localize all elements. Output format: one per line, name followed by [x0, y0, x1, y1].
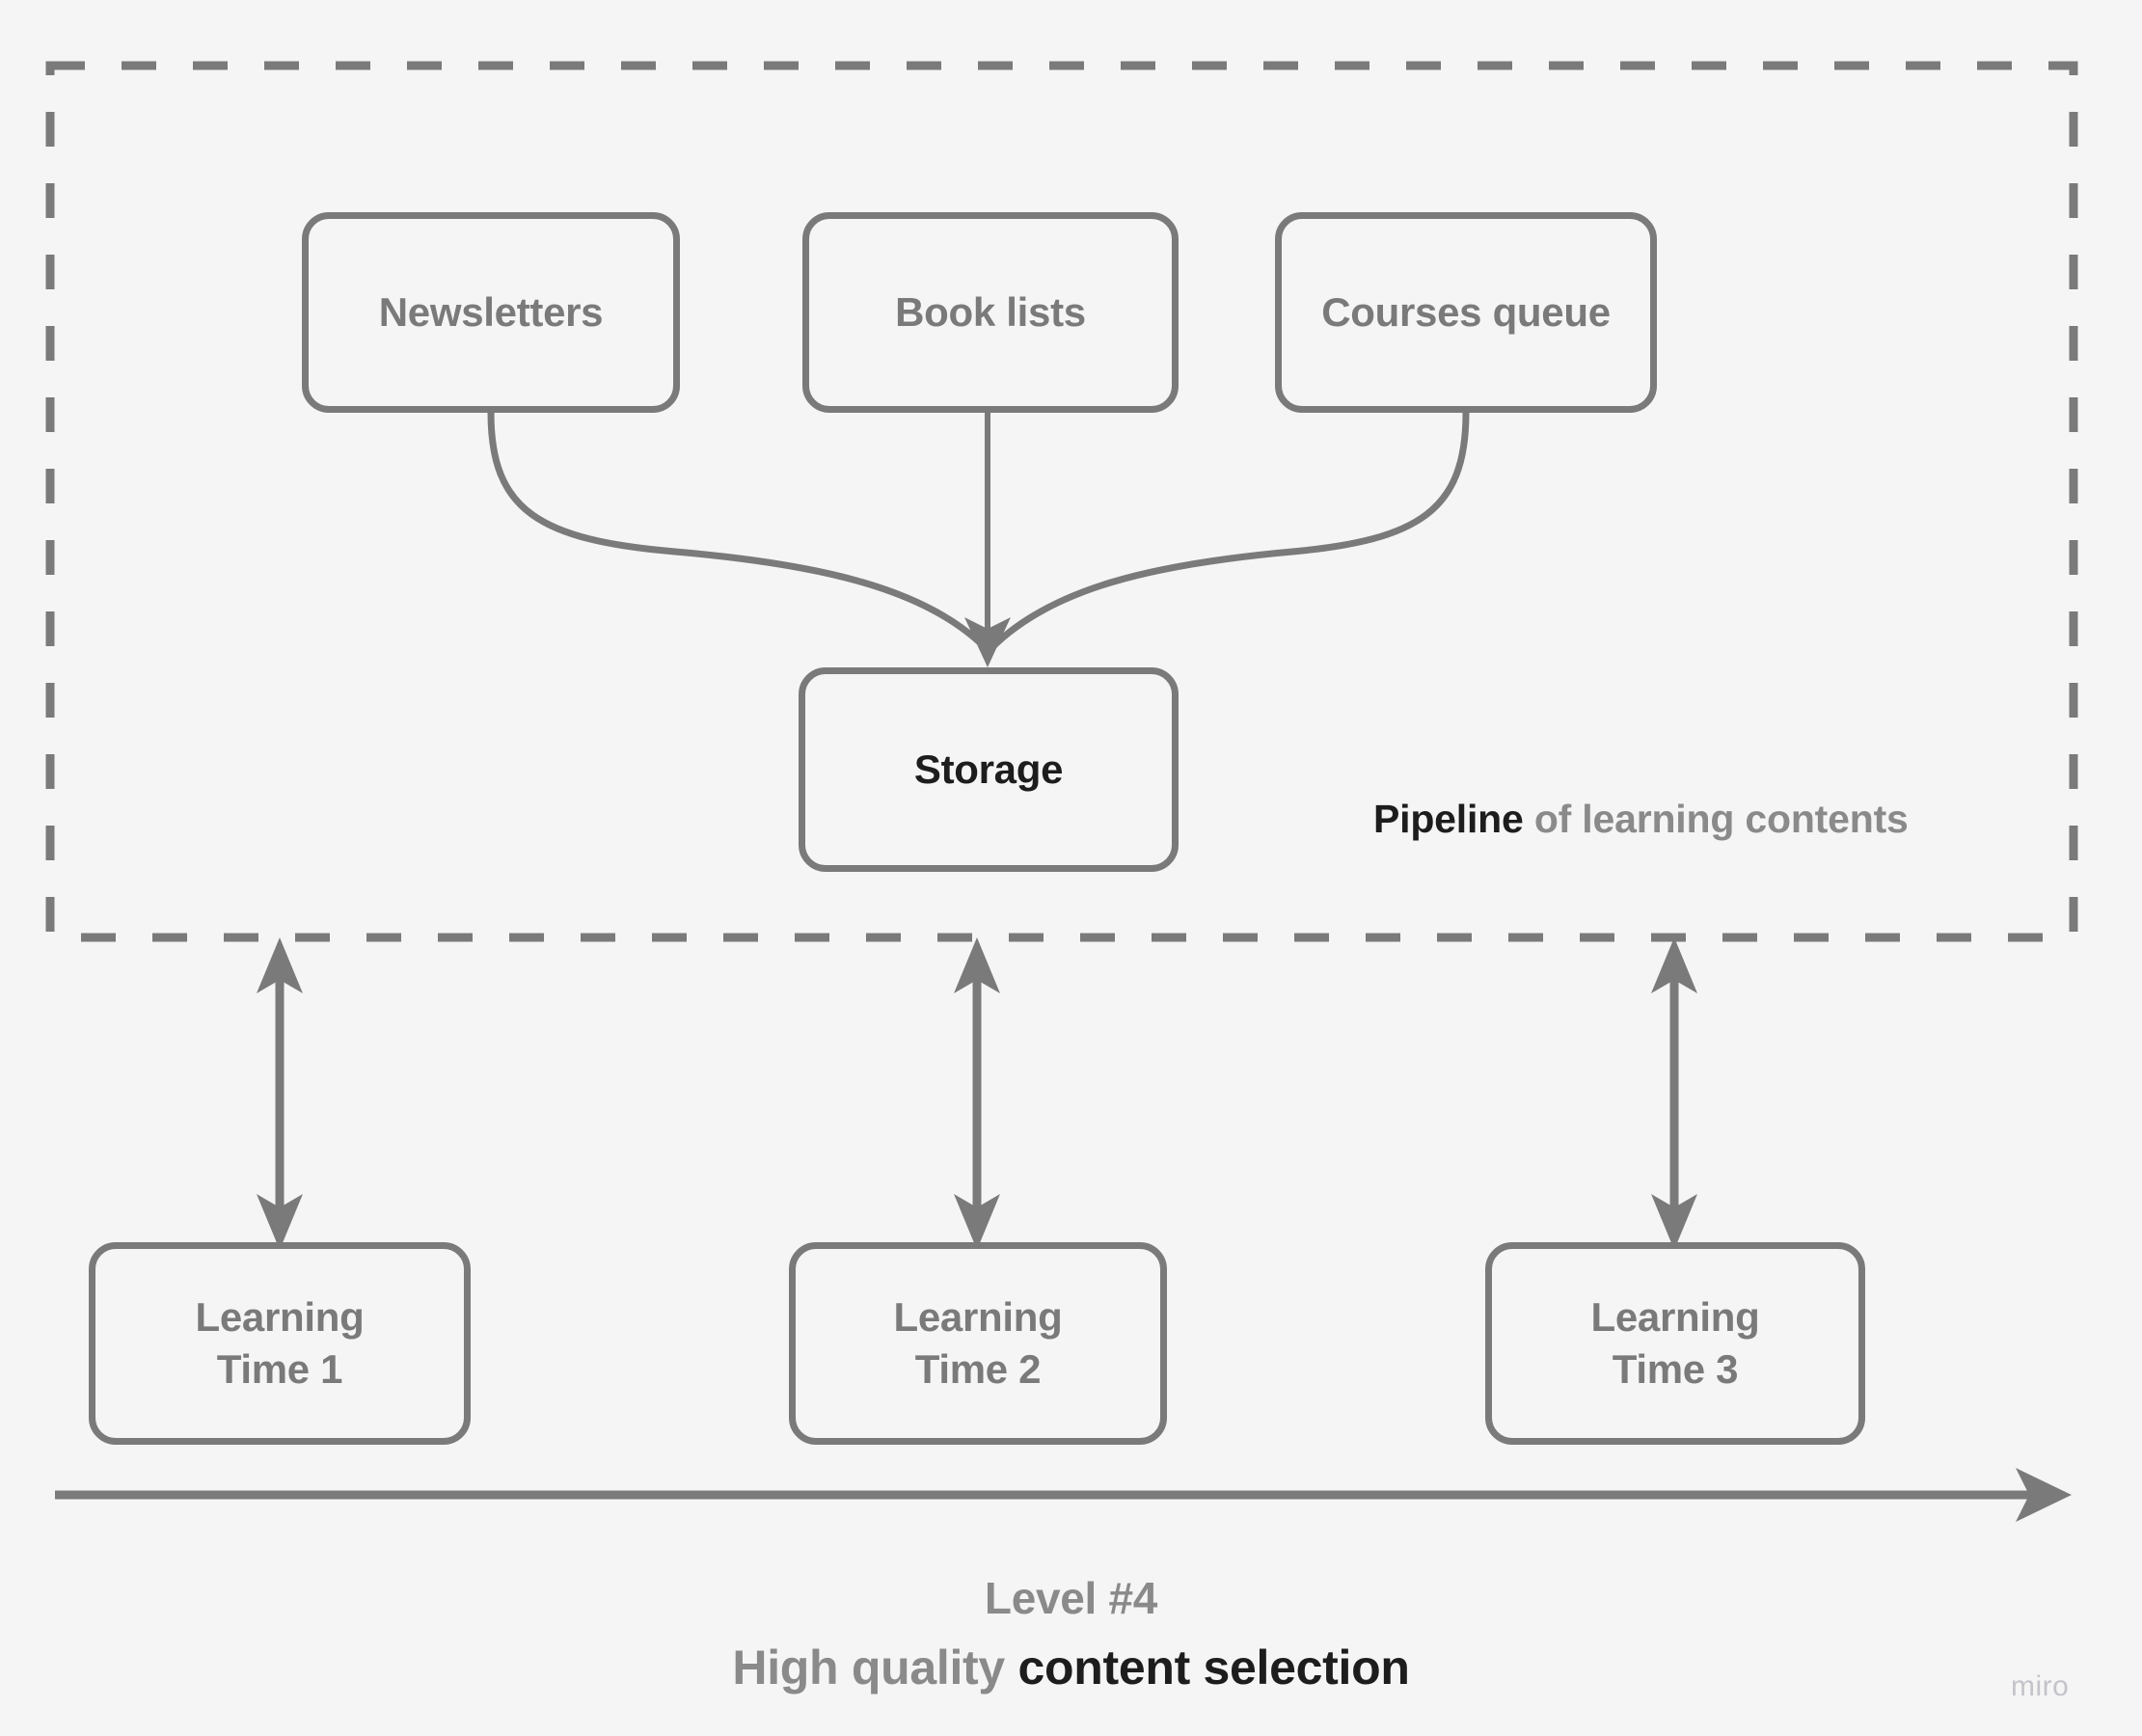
storage-inbound-arrowhead	[964, 617, 1011, 667]
double-arrow-learning-time-1	[257, 937, 303, 1250]
node-newsletters[interactable]: Newsletters	[302, 212, 680, 413]
caption-subtitle-strong: content selection	[1017, 1641, 1410, 1695]
timeline-axis-arrow	[55, 1468, 2072, 1522]
node-learning-time-1-label: Learning Time 1	[195, 1294, 365, 1392]
caption-level: Level #4	[0, 1572, 2142, 1624]
node-courses-queue[interactable]: Courses queue	[1275, 212, 1657, 413]
node-courses-queue-label: Courses queue	[1321, 289, 1611, 336]
node-learning-time-2-label: Learning Time 2	[893, 1294, 1063, 1392]
node-storage-label: Storage	[913, 746, 1064, 793]
node-storage[interactable]: Storage	[799, 667, 1179, 872]
node-learning-time-3-label: Learning Time 3	[1590, 1294, 1760, 1392]
edge-coursesqueue-to-storage	[988, 409, 1470, 652]
pipeline-label-rest: of learning contents	[1523, 797, 1909, 841]
pipeline-label-strong: Pipeline	[1373, 797, 1524, 841]
node-learning-time-1[interactable]: Learning Time 1	[89, 1242, 471, 1445]
node-learning-time-2[interactable]: Learning Time 2	[789, 1242, 1167, 1445]
miro-watermark: miro	[2011, 1670, 2070, 1702]
pipeline-group-label: Pipeline of learning contents	[1373, 797, 1909, 842]
caption-subtitle: High quality content selection	[0, 1640, 2142, 1695]
caption-level-text: Level #4	[984, 1573, 1158, 1623]
node-newsletters-label: Newsletters	[378, 289, 604, 336]
caption-subtitle-muted: High quality	[732, 1641, 1018, 1695]
double-arrow-learning-time-3	[1651, 937, 1697, 1250]
node-book-lists-label: Book lists	[895, 289, 1086, 336]
node-book-lists[interactable]: Book lists	[802, 212, 1179, 413]
node-learning-time-3[interactable]: Learning Time 3	[1485, 1242, 1865, 1445]
double-arrow-learning-time-2	[954, 937, 1000, 1250]
edge-newsletters-to-storage	[487, 409, 990, 652]
